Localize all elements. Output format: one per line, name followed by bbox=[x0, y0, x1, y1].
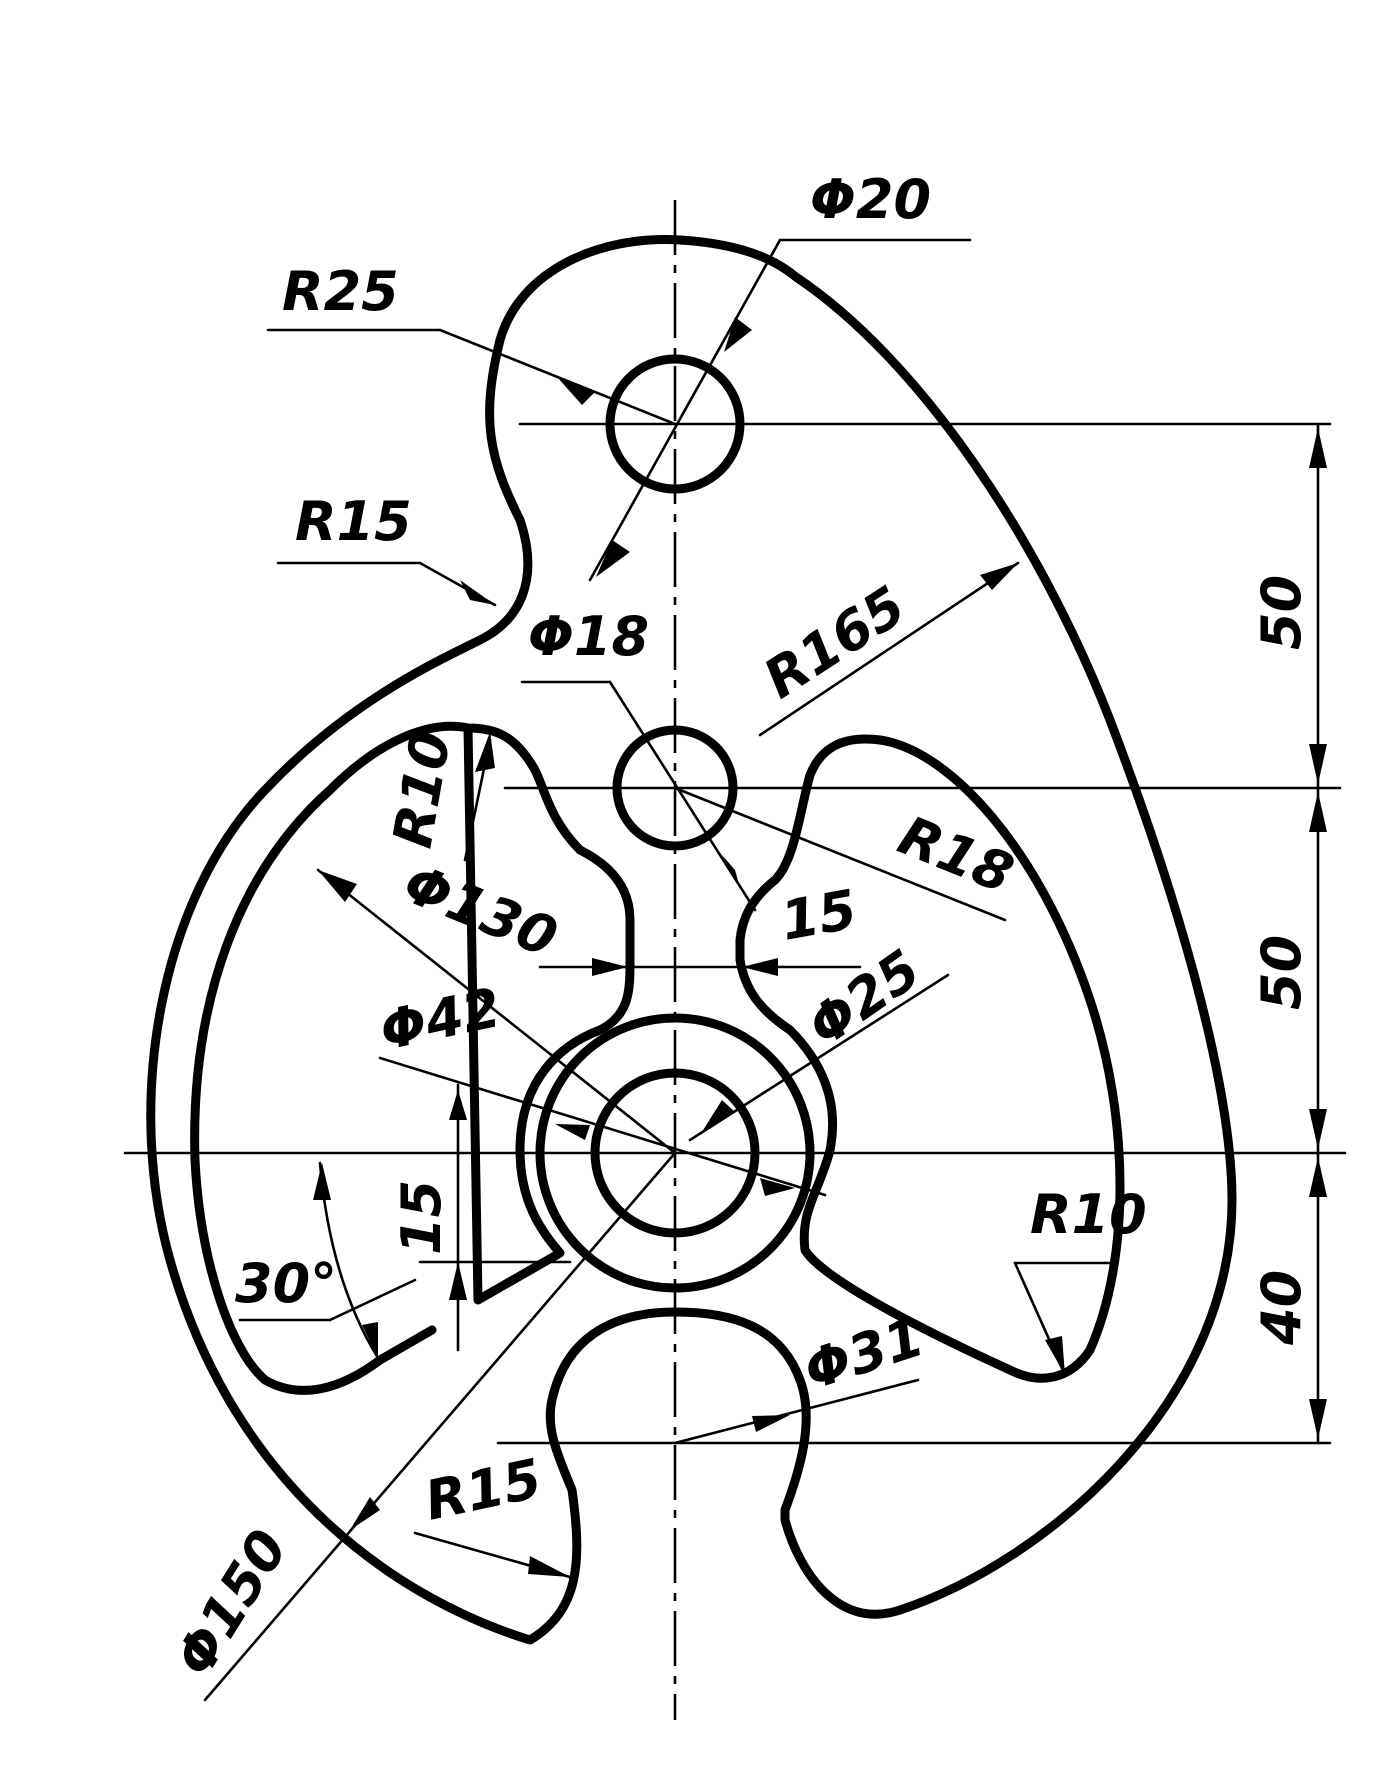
leader-r25-diagonal bbox=[438, 328, 677, 426]
dim-phi42 bbox=[378, 1056, 827, 1197]
label-phi42: Φ42 bbox=[375, 976, 507, 1063]
outer-contour bbox=[146, 235, 1237, 1645]
label-phi20: Φ20 bbox=[810, 168, 931, 231]
label-30-degrees: 30° bbox=[235, 1252, 337, 1315]
angle-30-ray bbox=[328, 1278, 417, 1322]
arrow-phi42-left bbox=[555, 1124, 590, 1140]
label-phi150: Φ150 bbox=[163, 1519, 300, 1687]
arrow-phi20-top bbox=[724, 317, 752, 352]
dim-phi130 bbox=[316, 868, 677, 1155]
label-15-right: 15 bbox=[776, 878, 861, 953]
center-lines bbox=[123, 200, 1347, 1720]
label-r18: R18 bbox=[890, 804, 1022, 906]
hole-phi18-outline bbox=[612, 725, 738, 851]
leader-r165 bbox=[758, 561, 1020, 737]
inner-window-right-lobe bbox=[735, 734, 1125, 1383]
label-r15-top: R15 bbox=[295, 490, 412, 553]
arrow-phi42-right bbox=[760, 1178, 795, 1196]
arrow-15-left-bottom bbox=[449, 1262, 467, 1300]
leader-phi31 bbox=[673, 1378, 920, 1445]
hole-phi20-outline bbox=[605, 354, 745, 494]
label-r165: R165 bbox=[753, 574, 917, 711]
arrow-v50b-bottom bbox=[1309, 1109, 1327, 1149]
arrow-30-bottom bbox=[362, 1322, 378, 1358]
label-r15-bottom: R15 bbox=[420, 1447, 547, 1533]
arrow-r25 bbox=[558, 378, 595, 405]
arrow-phi150 bbox=[350, 1497, 380, 1530]
arrow-r10-right bbox=[1045, 1336, 1065, 1375]
arrow-30-top bbox=[313, 1163, 331, 1200]
label-vdim-40: 40 bbox=[1250, 1270, 1313, 1346]
arrow-15-left-top bbox=[449, 1090, 467, 1120]
leader-phi18-diagonal bbox=[608, 680, 757, 912]
arrow-v50a-top bbox=[1309, 428, 1327, 468]
arrow-neck-15-left bbox=[592, 958, 628, 976]
arrow-v40-top bbox=[1309, 1157, 1327, 1197]
dim-phi150 bbox=[203, 1151, 677, 1702]
arrow-r10-left bbox=[475, 732, 495, 772]
label-vdim-50-mid: 50 bbox=[1250, 935, 1313, 1010]
arrow-phi130 bbox=[318, 870, 357, 902]
hole-phi42-outline bbox=[535, 1013, 815, 1293]
arrow-phi25 bbox=[700, 1100, 735, 1135]
dimension-lines bbox=[203, 238, 1327, 1702]
leader-r18 bbox=[673, 786, 1007, 922]
arrow-v40-bottom bbox=[1309, 1399, 1327, 1439]
inner-window-contour bbox=[190, 721, 635, 1395]
label-15-left: 15 bbox=[390, 1180, 453, 1255]
arrow-phi18 bbox=[722, 855, 740, 888]
arrow-v50a-bottom bbox=[1309, 744, 1327, 784]
label-phi25: Φ25 bbox=[796, 938, 931, 1059]
arrow-neck-15-right bbox=[742, 958, 778, 976]
arrow-phi31 bbox=[752, 1415, 790, 1432]
label-vdim-50-top: 50 bbox=[1250, 575, 1313, 650]
label-phi18: Φ18 bbox=[528, 605, 649, 668]
label-phi31: Φ31 bbox=[797, 1305, 932, 1402]
arrow-r15-top bbox=[460, 580, 495, 605]
arrow-phi20-bottom bbox=[596, 540, 630, 577]
arrow-r165 bbox=[980, 563, 1018, 590]
hole-phi25-outline bbox=[590, 1068, 760, 1238]
leader-phi20-diagonal bbox=[588, 238, 782, 582]
label-r25: R25 bbox=[282, 260, 399, 323]
arrow-r15-bottom bbox=[528, 1556, 570, 1577]
arrow-v50b-top bbox=[1309, 792, 1327, 832]
label-r10-right: R10 bbox=[1030, 1183, 1147, 1246]
